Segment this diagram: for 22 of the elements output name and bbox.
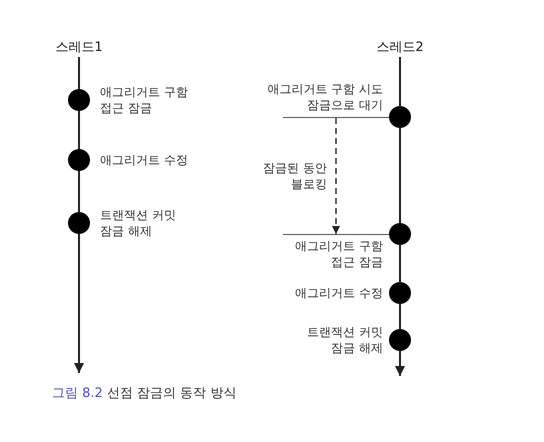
timeline-arrow [74,234,84,373]
event-label: 트랜잭션 커밋 잠금 해제 [100,207,177,239]
event-label: 애그리거트 수정 [295,285,383,301]
event-label: 애그리거트 구함 접근 잠금 [100,84,189,116]
thread-label: 스레드2 [369,38,431,57]
figure-caption: 그림 8.2 선점 잠금의 동작 방식 [52,385,236,403]
dashed-arrow [332,118,340,234]
timeline-line [399,245,401,282]
event-label: 애그리거트 구함 시도 잠금으로 대기 [266,81,383,113]
timeline-line [78,111,80,149]
timeline-arrow [395,351,405,376]
event-label: 애그리거트 수정 [100,152,188,168]
thread-label: 스레드1 [48,38,110,57]
timeline-line [399,57,401,106]
event-label: 애그리거트 구함 접근 잠금 [294,238,383,270]
marker-line [283,117,389,118]
timeline-line [399,304,401,329]
timeline-line [399,128,401,223]
event-label: 트랜잭션 커밋 잠금 해제 [306,324,383,356]
timeline-line [78,57,80,89]
timeline-line [78,171,80,212]
marker-line [283,234,389,235]
